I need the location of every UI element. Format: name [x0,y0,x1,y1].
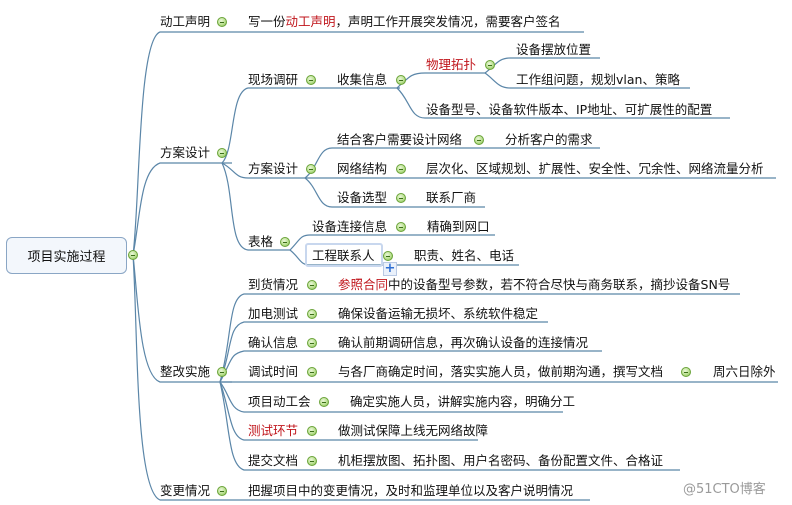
node-donggonghui-detail[interactable]: 确定实施人员，讲解实施内容，明确分工 [350,394,576,409]
collapse-toggle-icon[interactable] [396,164,406,174]
node-lianxiren-detail[interactable]: 职责、姓名、电话 [414,248,515,263]
collapse-toggle-icon[interactable] [217,486,227,496]
node-xianchang[interactable]: 现场调研 [248,72,299,87]
node-biaoge[interactable]: 表格 [248,234,274,249]
node-xuanxing-detail[interactable]: 联系厂商 [426,190,477,205]
node-fangan[interactable]: 方案设计 [160,145,211,160]
root-node[interactable]: 项目实施过程 [6,237,127,274]
node-biangeng-detail[interactable]: 把握项目中的变更情况，及时和监理单位以及客户说明情况 [248,483,574,498]
node-shouji[interactable]: 收集信息 [337,72,388,87]
node-lianjie[interactable]: 设备连接信息 [312,219,388,234]
node-dongong[interactable]: 动工声明 [160,14,211,29]
node-xuanxing[interactable]: 设备选型 [337,190,388,205]
node-zhenggai[interactable]: 整改实施 [160,364,211,379]
collapse-toggle-icon[interactable] [307,280,317,290]
add-child-button[interactable]: + [383,261,397,276]
detail-text: 中的设备型号参数，若不符合尽快与商务联系，摘抄设备SN号 [388,277,731,292]
node-peizhi[interactable]: 设备型号、设备软件版本、IP地址、可扩展性的配置 [426,102,713,117]
node-tiaoshi-detail[interactable]: 与各厂商确定时间，落实实施人员，做前期沟通，撰写文档 [338,364,664,379]
node-biangeng[interactable]: 变更情况 [160,483,211,498]
collapse-toggle-icon[interactable] [306,164,316,174]
collapse-toggle-icon[interactable] [681,367,691,377]
collapse-toggle-icon[interactable] [307,456,317,466]
collapse-toggle-icon[interactable] [306,75,316,85]
collapse-toggle-icon[interactable] [396,193,406,203]
node-dongong-detail[interactable]: 写一份动工声明，声明工作开展突发情况，需要客户签名 [248,14,561,30]
node-donggonghui[interactable]: 项目动工会 [248,394,311,409]
node-lianjie-detail[interactable]: 精确到网口 [427,219,490,234]
collapse-toggle-icon[interactable] [217,367,227,377]
node-daohuo-detail[interactable]: 参照合同中的设备型号参数，若不符合尽快与商务联系，摘抄设备SN号 [338,277,730,293]
node-wuli[interactable]: 物理拓扑 [426,57,477,72]
detail-highlight: 参照合同 [338,277,389,292]
node-queren-detail[interactable]: 确认前期调研信息，再次确认设备的连接情况 [338,335,589,350]
node-jiadian-detail[interactable]: 确保设备运输无损坏、系统软件稳定 [338,306,539,321]
detail-text: 写一份 [248,14,286,29]
collapse-toggle-icon[interactable] [307,309,317,319]
collapse-toggle-icon[interactable] [319,397,329,407]
collapse-toggle-icon[interactable] [217,17,227,27]
node-jiehe[interactable]: 结合客户需要设计网络 [337,132,463,147]
collapse-toggle-icon[interactable] [280,237,290,247]
node-jiehe-detail[interactable]: 分析客户的需求 [505,132,593,147]
watermark: @51CTO博客 [683,482,766,497]
node-tijiao-detail[interactable]: 机柜摆放图、拓扑图、用户名密码、备份配置文件、合格证 [338,453,664,468]
node-tiaoshi[interactable]: 调试时间 [248,364,299,379]
node-daohuo[interactable]: 到货情况 [248,277,299,292]
node-fangan2[interactable]: 方案设计 [248,161,299,176]
node-tiaoshi-extra[interactable]: 周六日除外 [713,364,776,379]
node-jiadian[interactable]: 加电测试 [248,306,299,321]
detail-text: ，声明工作开展突发情况，需要客户签名 [335,14,561,29]
node-lianxiren[interactable]: 工程联系人 [312,248,375,263]
selected-node-highlight [305,243,383,267]
collapse-toggle-icon[interactable] [485,60,495,70]
collapse-toggle-icon[interactable] [307,426,317,436]
node-tijiao[interactable]: 提交文档 [248,453,299,468]
collapse-toggle-icon[interactable] [396,75,406,85]
collapse-toggle-icon[interactable] [396,222,406,232]
detail-highlight: 动工声明 [285,14,336,29]
collapse-toggle-icon[interactable] [307,367,317,377]
collapse-toggle-icon[interactable] [383,251,393,261]
node-queren[interactable]: 确认信息 [248,335,299,350]
collapse-toggle-icon[interactable] [217,148,227,158]
node-wangluo[interactable]: 网络结构 [337,161,388,176]
root-label: 项目实施过程 [27,250,106,265]
collapse-toggle-icon[interactable] [307,338,317,348]
node-wuli-child-1[interactable]: 设备摆放位置 [516,42,592,57]
node-wangluo-detail[interactable]: 层次化、区域规划、扩展性、安全性、冗余性、网络流量分析 [426,161,764,176]
node-ceshi[interactable]: 测试环节 [248,423,299,438]
collapse-toggle-icon[interactable] [474,135,484,145]
node-ceshi-detail[interactable]: 做测试保障上线无网络故障 [338,423,489,438]
collapse-toggle-icon[interactable] [128,250,138,260]
node-wuli-child-2[interactable]: 工作组问题，规划vlan、策略 [516,72,680,87]
